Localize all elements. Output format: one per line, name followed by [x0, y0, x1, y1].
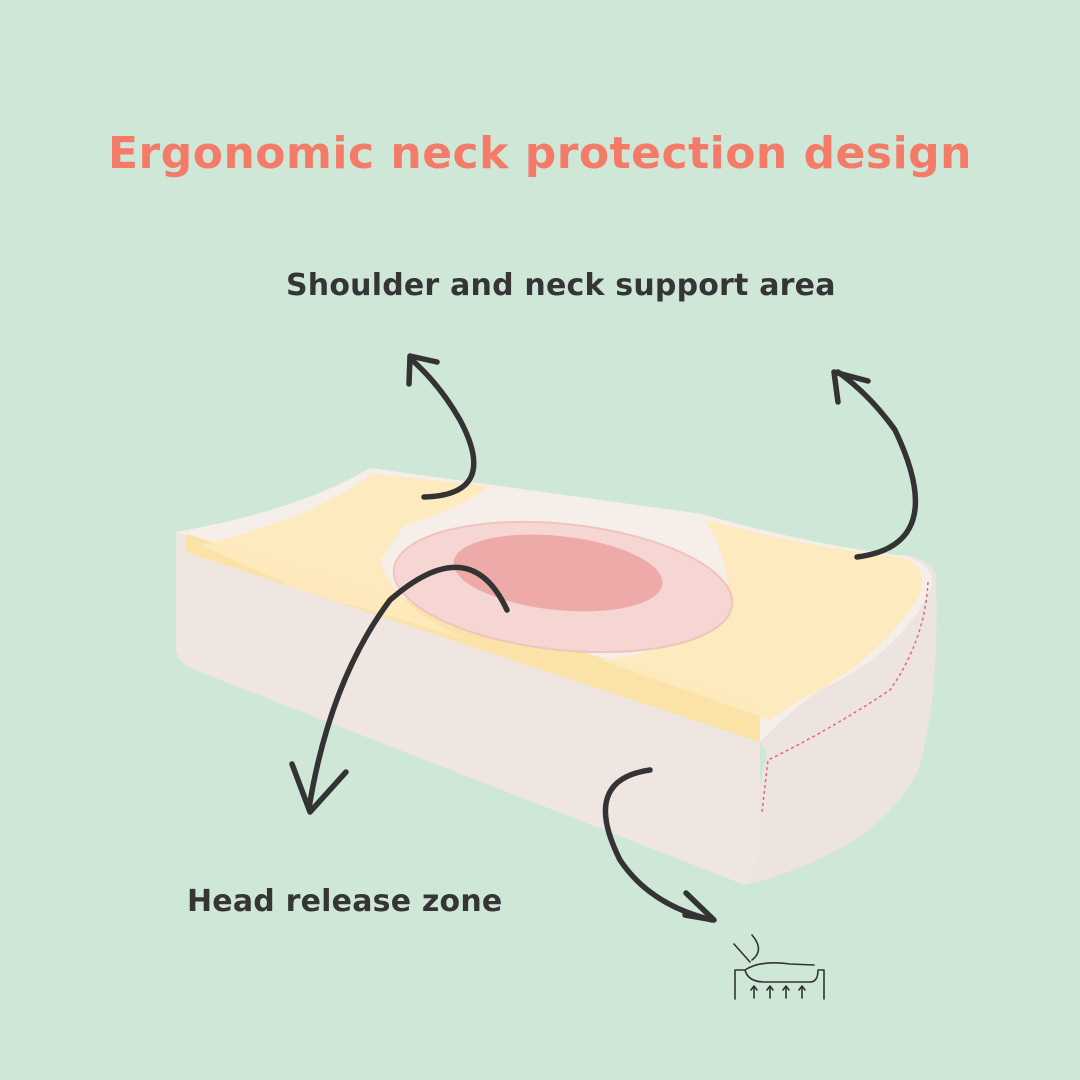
head-release-zone-label: Head release zone: [187, 884, 503, 919]
page-title: Ergonomic neck protection design: [108, 128, 972, 179]
yellow-right-zone: [600, 520, 923, 720]
head-release-zone-inner: [453, 534, 663, 612]
pillow-seam: [761, 581, 929, 813]
yellow-left-zone: [200, 474, 488, 640]
pillow-body: [176, 532, 761, 885]
memory-foam-pillow: [176, 468, 937, 885]
curved-arrow-icon: [602, 767, 717, 923]
curved-arrow-icon: [289, 564, 510, 815]
shoulder-neck-support-label: Shoulder and neck support area: [286, 268, 836, 303]
curved-arrow-icon: [831, 369, 919, 560]
curved-arrow-icon: [406, 353, 477, 500]
pressure-relief-icon: [733, 934, 825, 1000]
